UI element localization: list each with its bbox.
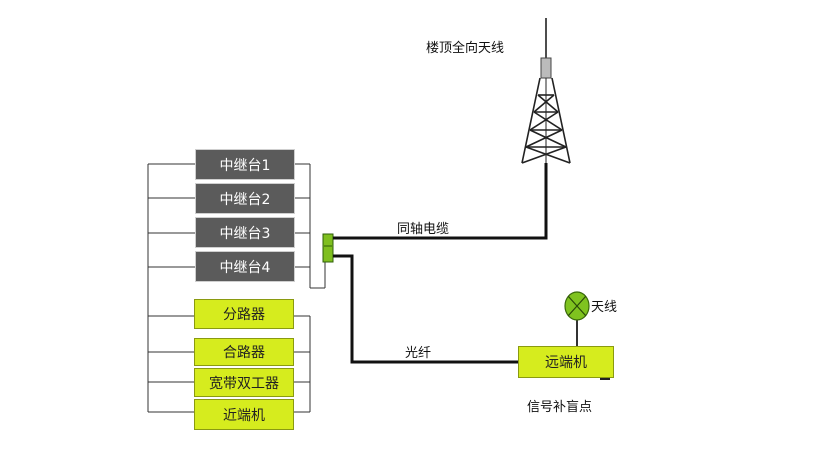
fiber-label: 光纤	[405, 346, 432, 361]
near-end-unit-label: 近端机	[223, 407, 265, 424]
repeater-1-label: 中继台1	[219, 157, 271, 174]
coax-cable-label: 同轴电缆	[397, 222, 450, 237]
near-end-unit-box: 近端机	[194, 399, 294, 430]
combiner-box: 合路器	[194, 338, 294, 366]
antenna-label: 天线	[591, 300, 618, 315]
fiber-line	[333, 254, 518, 364]
far-end-unit-label: 远端机	[545, 355, 587, 371]
repeater-3: 中继台3	[195, 217, 295, 248]
combiner-label: 合路器	[223, 345, 265, 361]
right-wiring	[294, 163, 326, 413]
splitter-label: 分路器	[223, 307, 265, 323]
coax-cable-line	[333, 163, 548, 240]
repeater-2-label: 中继台2	[219, 191, 271, 208]
left-wiring	[147, 163, 195, 413]
repeater-2: 中继台2	[195, 183, 295, 214]
repeater-4-label: 中继台4	[219, 259, 271, 276]
repeater-4: 中继台4	[195, 251, 295, 282]
repeater-1: 中继台1	[195, 149, 295, 180]
rooftop-antenna-label: 楼顶全向天线	[426, 41, 505, 56]
lattice-tower-icon	[521, 18, 571, 164]
antenna-icon	[564, 291, 590, 346]
diplexer-box: 宽带双工器	[194, 368, 294, 397]
repeater-3-label: 中继台3	[219, 225, 271, 242]
diplexer-label: 宽带双工器	[209, 375, 279, 392]
splitter-box: 分路器	[194, 299, 294, 329]
far-end-unit-box: 远端机	[518, 346, 614, 378]
coupler-icon	[322, 233, 334, 263]
blind-spot-label: 信号补盲点	[527, 400, 593, 415]
